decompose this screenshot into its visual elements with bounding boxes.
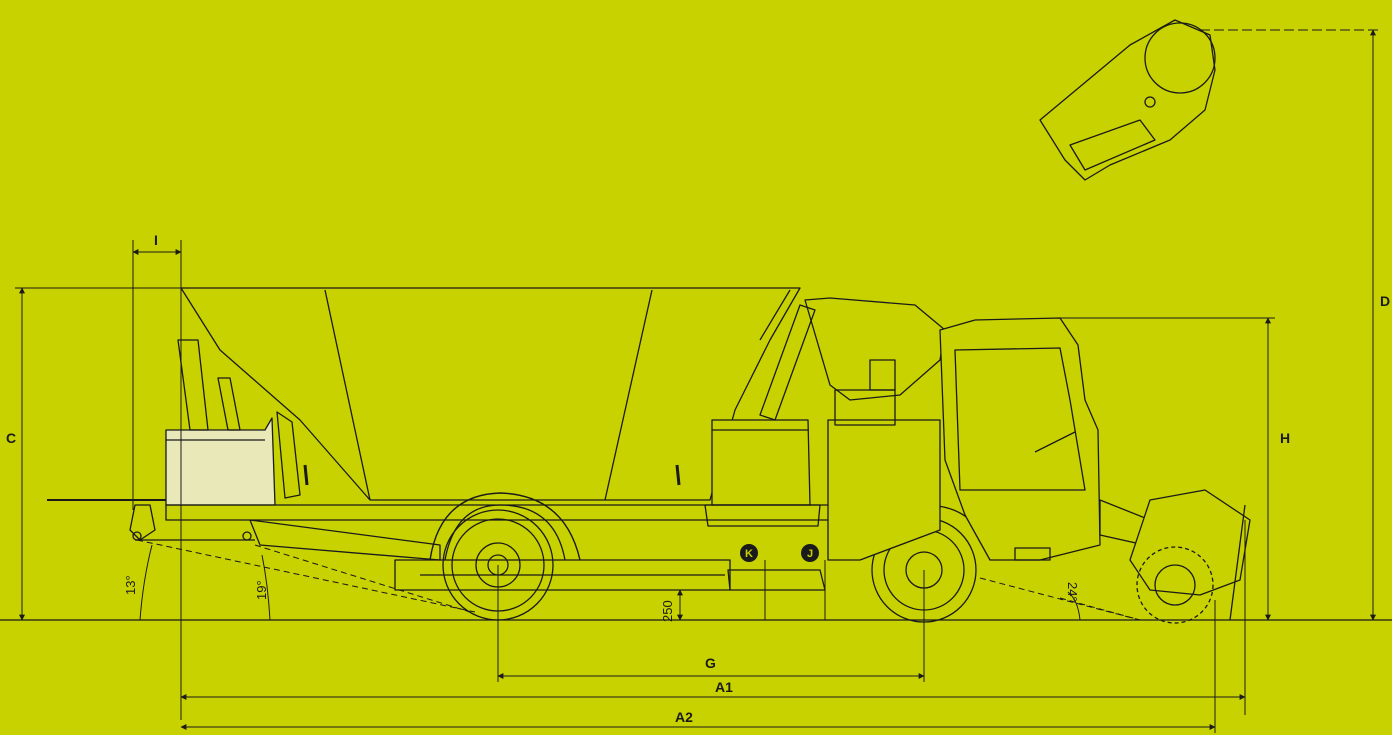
dim-label-a1: A1 (715, 679, 733, 695)
chassis-frame (47, 499, 831, 591)
engine-and-boom (759, 297, 946, 561)
dim-label-g: G (705, 655, 716, 671)
angle-lines (136, 539, 1141, 621)
dim-label-d: D (1380, 293, 1390, 309)
marker-j-text: J (807, 548, 813, 560)
mixer-vehicle (47, 19, 1251, 624)
marker-k-text: K (745, 548, 753, 560)
angle-label-rear-right: 19° (254, 580, 269, 600)
marker-j: J (801, 544, 819, 562)
angle-label-front: 24° (1065, 582, 1080, 602)
dim-label-c: C (6, 430, 16, 446)
clearance-label: 250 (660, 600, 675, 622)
dim-label-h: H (1280, 430, 1290, 446)
angle-arcs (139, 544, 1081, 621)
marker-k: K (740, 544, 758, 562)
rear-door (276, 411, 309, 499)
angle-label-rear-left: 13° (123, 575, 138, 595)
dim-label-a2: A2 (675, 709, 693, 725)
raised-milling-head (1039, 19, 1216, 181)
rear-side-box (165, 339, 276, 506)
milling-cutter-head (1099, 489, 1251, 624)
rear-wheel (429, 492, 581, 621)
dim-label-i: I (154, 232, 158, 248)
dimension-lines (15, 29, 1380, 733)
driver-cab (939, 317, 1101, 561)
mixer-tub (180, 287, 801, 501)
